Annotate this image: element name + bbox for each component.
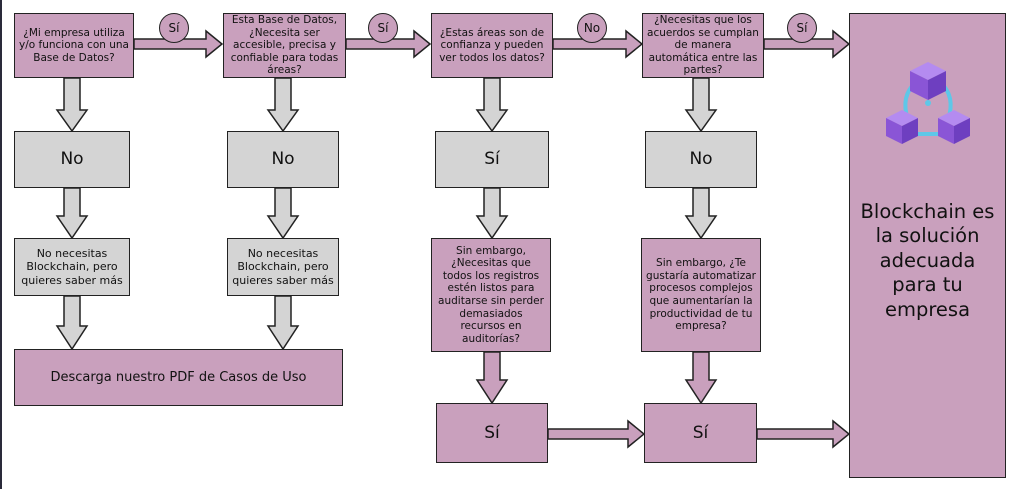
answer-no-4: No (645, 131, 757, 188)
answer-yes-3: Sí (435, 131, 549, 188)
blockchain-cubes-icon (885, 62, 970, 144)
arrow-q4-final (763, 29, 851, 59)
note-no-blockchain-2: No necesitas Blockchain, pero quieres sa… (227, 238, 339, 296)
arrow-ans3-q5 (475, 187, 509, 240)
arrow-note1-download (55, 295, 89, 351)
arrow-q3-ans3 (475, 77, 509, 133)
answer-no-2: No (227, 131, 339, 188)
arrow-ans2-note2 (266, 187, 300, 240)
arrow-yes6-final (756, 419, 851, 449)
arrow-q2-ans2 (266, 77, 300, 133)
question-database: ¿Mi empresa utiliza y/o funciona con una… (14, 13, 134, 78)
arrow-q2-q3 (345, 29, 432, 59)
edge-label-yes-1: Sí (159, 13, 189, 43)
answer-yes-6: Sí (644, 403, 757, 463)
arrow-ans4-q6 (684, 187, 718, 240)
download-use-cases-button[interactable]: Descarga nuestro PDF de Casos de Uso (14, 349, 343, 406)
arrow-q5-yes5 (475, 351, 509, 405)
arrow-q1-q2 (133, 29, 224, 59)
edge-label-yes-4: Sí (787, 13, 817, 43)
result-blockchain-box: Blockchain es la solución adecuada para … (849, 13, 1006, 478)
question-accessible: Esta Base de Datos, ¿Necesita ser accesi… (223, 13, 346, 78)
edge-label-no-3: No (577, 13, 607, 43)
note-no-blockchain-1: No necesitas Blockchain, pero quieres sa… (14, 238, 130, 296)
arrow-yes5-yes6 (547, 419, 646, 449)
result-blockchain-text: Blockchain es la solución adecuada para … (860, 200, 995, 321)
question-automate-processes: Sin embargo, ¿Te gustaría automatizar pr… (641, 238, 761, 352)
arrow-q3-q4 (552, 29, 644, 59)
edge-label-yes-2: Sí (368, 13, 398, 43)
arrow-q4-ans4 (684, 77, 718, 133)
arrow-q1-ans1 (55, 77, 89, 133)
question-audit-ready: Sin embargo, ¿Necesitas que todos los re… (431, 238, 551, 352)
question-automatic-agreements: ¿Necesitas que los acuerdos se cumplan d… (642, 13, 764, 78)
answer-no-1: No (14, 131, 130, 188)
answer-yes-5: Sí (436, 403, 548, 463)
question-trusted-areas: ¿Estas áreas son de confianza y pueden v… (431, 13, 553, 78)
left-edge-line (0, 0, 2, 489)
arrow-ans1-note1 (55, 187, 89, 240)
arrow-q6-yes6 (684, 351, 718, 405)
arrow-note2-download (266, 295, 300, 351)
